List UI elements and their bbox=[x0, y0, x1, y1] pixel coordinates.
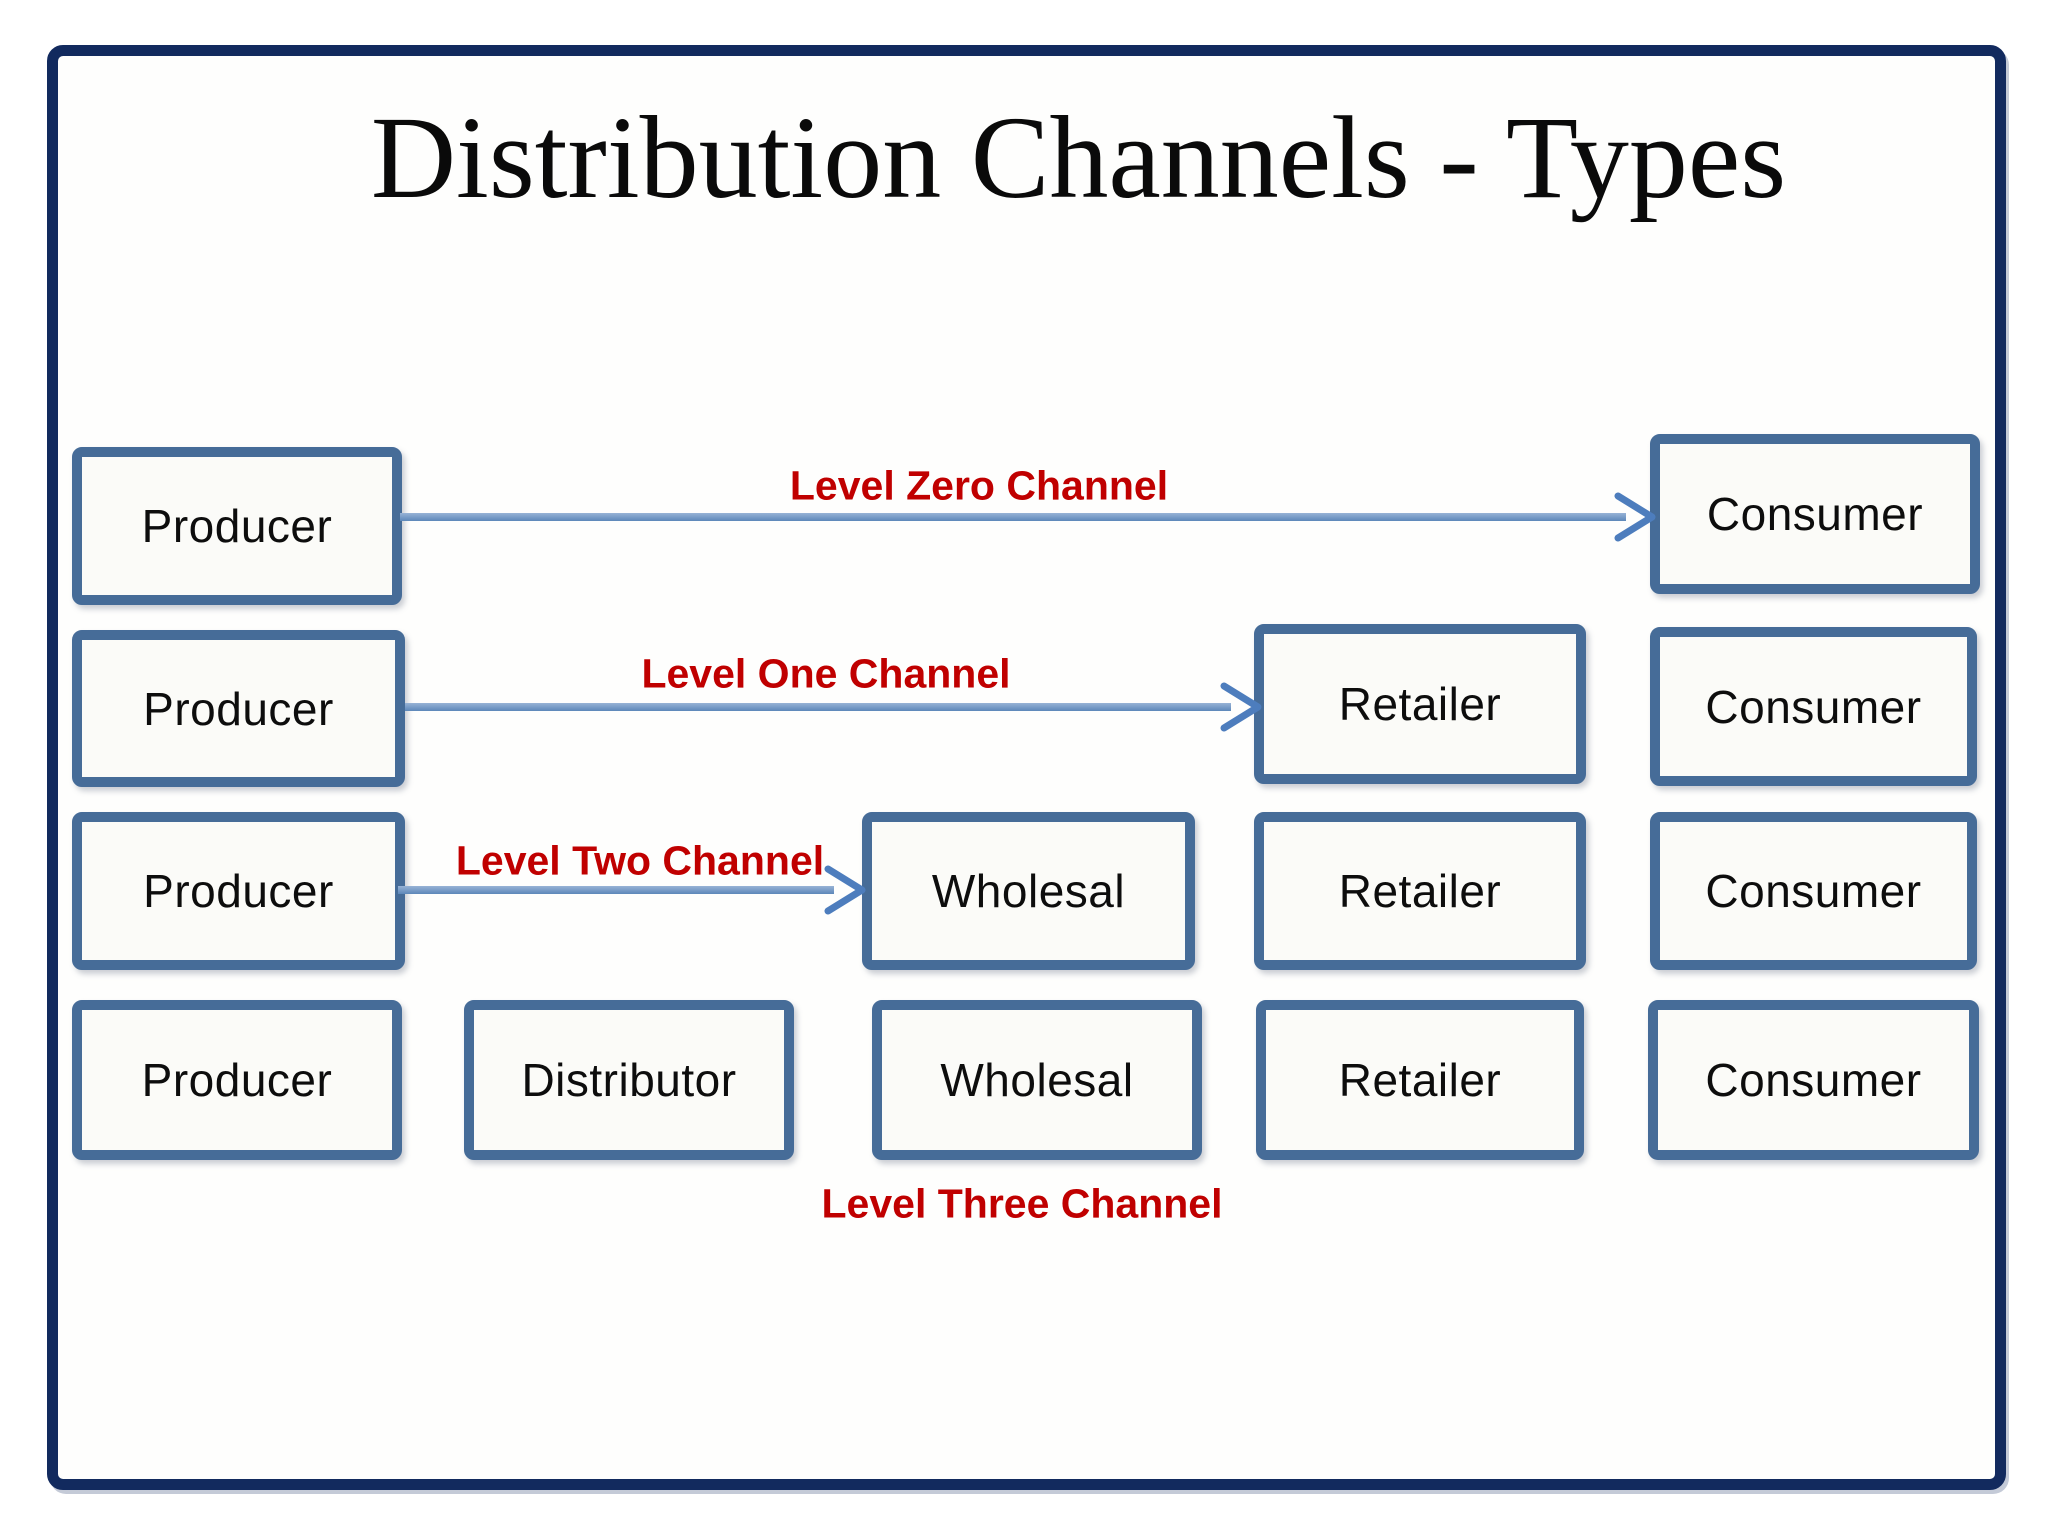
box-producer-row4: Producer bbox=[72, 1000, 402, 1160]
box-producer-row1: Producer bbox=[72, 447, 402, 605]
box-label: Retailer bbox=[1338, 678, 1502, 730]
box-producer-row2: Producer bbox=[72, 630, 405, 787]
arrow-level-zero bbox=[400, 492, 1656, 542]
box-label: Producer bbox=[141, 500, 333, 552]
box-consumer-row3: Consumer bbox=[1650, 812, 1977, 970]
channel-label-level-three: Level Three Channel bbox=[821, 1180, 1223, 1227]
box-retailer-row2: Retailer bbox=[1254, 624, 1586, 784]
box-consumer-row2: Consumer bbox=[1650, 627, 1977, 786]
box-label: Distributor bbox=[521, 1054, 737, 1106]
box-distributor-row4: Distributor bbox=[464, 1000, 794, 1160]
box-label: Retailer bbox=[1338, 865, 1502, 917]
box-consumer-row4: Consumer bbox=[1648, 1000, 1979, 1160]
arrow-level-one bbox=[405, 682, 1262, 732]
box-retailer-row3: Retailer bbox=[1254, 812, 1586, 970]
box-label: Wholesal bbox=[931, 865, 1126, 917]
channel-label-level-one: Level One Channel bbox=[641, 650, 1011, 697]
arrow-shaft bbox=[400, 513, 1626, 521]
box-consumer-row1: Consumer bbox=[1650, 434, 1980, 594]
box-producer-row3: Producer bbox=[72, 812, 405, 970]
box-label: Retailer bbox=[1338, 1054, 1502, 1106]
box-wholesaler-row3: Wholesal bbox=[862, 812, 1195, 970]
arrow-head-icon bbox=[824, 865, 866, 915]
box-retailer-row4: Retailer bbox=[1256, 1000, 1584, 1160]
arrow-head-icon bbox=[1614, 492, 1656, 542]
box-label: Producer bbox=[141, 1054, 333, 1106]
box-label: Producer bbox=[143, 682, 334, 735]
arrow-head-icon bbox=[1220, 682, 1262, 732]
box-wholesaler-row4: Wholesal bbox=[872, 1000, 1202, 1160]
box-label: Consumer bbox=[1706, 488, 1924, 540]
arrow-shaft bbox=[405, 703, 1231, 711]
box-label: Consumer bbox=[1705, 1054, 1922, 1106]
box-label: Consumer bbox=[1705, 865, 1922, 917]
box-label: Consumer bbox=[1705, 680, 1922, 733]
page-title: Distribution Channels - Types bbox=[370, 92, 1787, 223]
arrow-shaft bbox=[398, 886, 834, 894]
box-label: Producer bbox=[143, 865, 334, 917]
arrow-level-two bbox=[398, 865, 866, 915]
channel-label-level-two: Level Two Channel bbox=[455, 837, 825, 884]
channel-label-level-zero: Level Zero Channel bbox=[789, 462, 1169, 509]
box-label: Wholesal bbox=[940, 1054, 1134, 1106]
